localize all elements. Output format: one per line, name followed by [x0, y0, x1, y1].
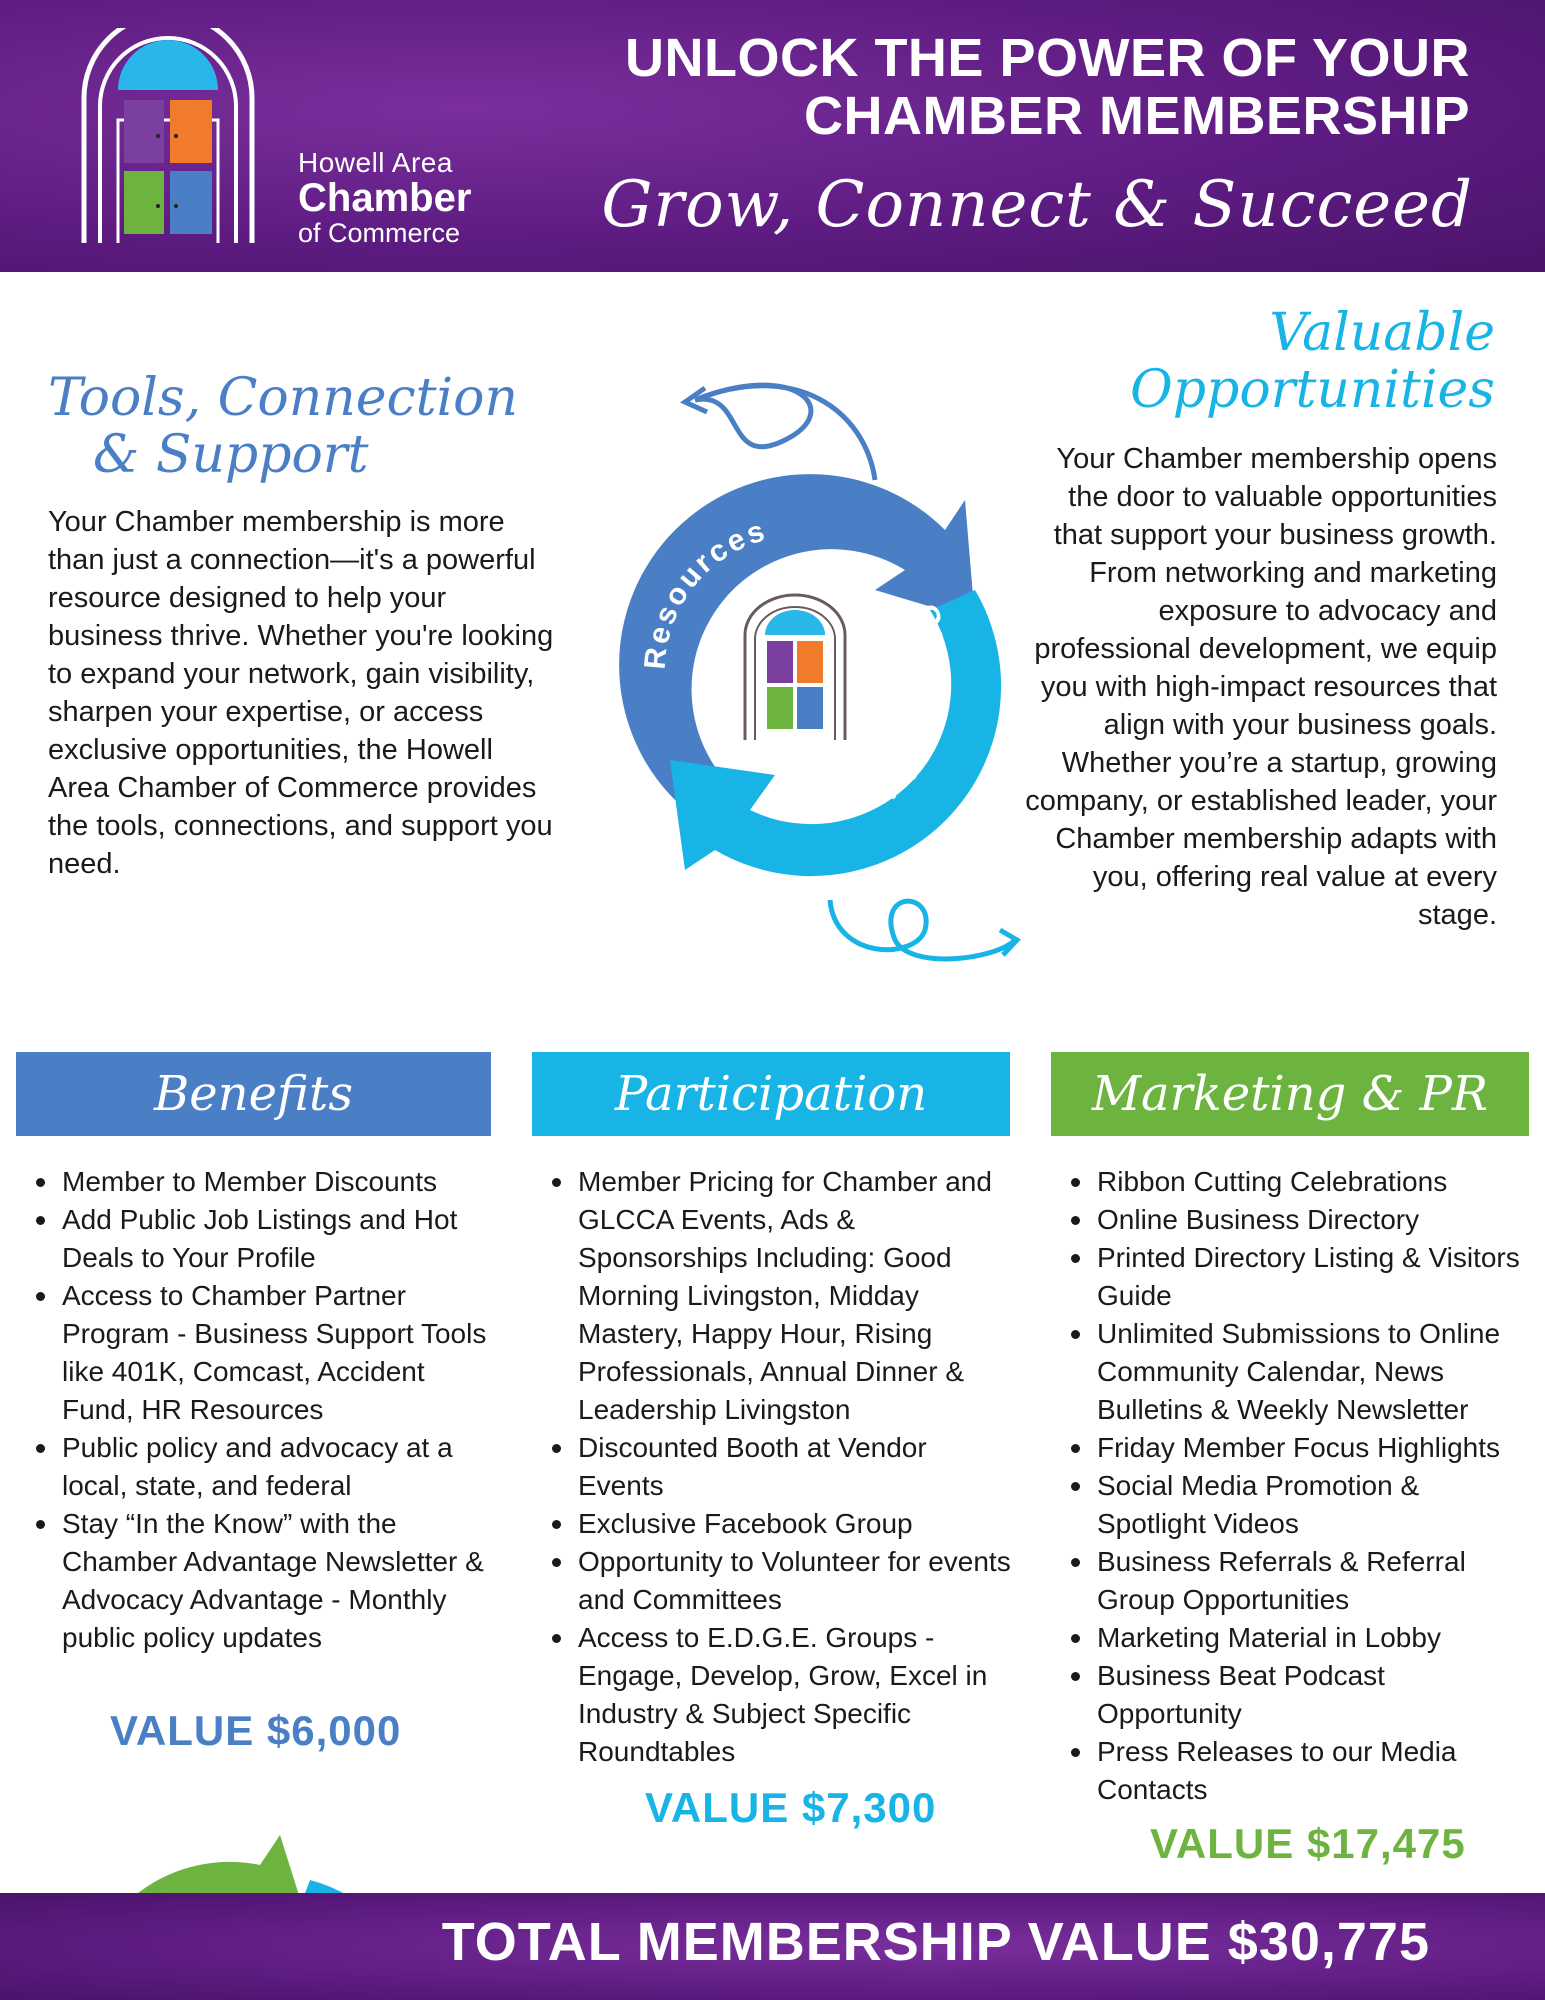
valuable-heading-line2: Opportunities [1130, 360, 1495, 421]
list-item: Unlimited Submissions to Online Communit… [1065, 1315, 1535, 1429]
footer-banner [0, 1893, 1545, 2000]
tools-heading-line2: & Support [93, 425, 369, 486]
participation-value: VALUE $7,300 [645, 1784, 937, 1831]
valuable-heading: Valuable Opportunities [1075, 303, 1495, 421]
tagline: Grow, Connect & Succeed [601, 168, 1473, 242]
list-item: Online Business Directory [1065, 1201, 1535, 1239]
list-item: Business Referrals & Referral Group Oppo… [1065, 1543, 1535, 1619]
list-item: Opportunity to Volunteer for events and … [546, 1543, 1016, 1619]
marketing-value: VALUE $17,475 [1150, 1820, 1466, 1867]
list-item: Member to Member Discounts [30, 1163, 500, 1201]
headline-line1: UNLOCK THE POWER OF YOUR [624, 28, 1470, 88]
list-item: Discounted Booth at Vendor Events [546, 1429, 1016, 1505]
resources-opportunities-cycle: Resources Opportunities [619, 382, 1021, 962]
page-headline: UNLOCK THE POWER OF YOUR CHAMBER MEMBERS… [624, 28, 1470, 146]
list-item: Marketing Material in Lobby [1065, 1619, 1535, 1657]
marketing-header: Marketing & PR [1051, 1052, 1529, 1136]
headline-line2: CHAMBER MEMBERSHIP [803, 85, 1470, 146]
org-name: Howell Area Chamber of Commerce [298, 148, 471, 248]
center-door-icon [743, 593, 847, 740]
chamber-door-logo [81, 28, 255, 243]
list-item: Exclusive Facebook Group [546, 1505, 1016, 1543]
org-name-line3: of Commerce [298, 218, 461, 249]
valuable-body: Your Chamber membership opens the door t… [1025, 443, 1497, 931]
list-item: Stay “In the Know” with the Chamber Adva… [30, 1505, 500, 1657]
swirl-arrow-bottom [827, 898, 1017, 962]
list-item: Public policy and advocacy at a local, s… [30, 1429, 500, 1505]
benefits-list: Member to Member Discounts Add Public Jo… [30, 1163, 500, 1657]
total-membership-value: TOTAL MEMBERSHIP VALUE $30,775 [441, 1912, 1430, 1972]
list-item: Social Media Promotion & Spotlight Video… [1065, 1467, 1535, 1543]
benefits-header: Benefits [16, 1052, 491, 1136]
header-banner: Howell Area Chamber of Commerce UNLOCK T… [0, 0, 1545, 272]
list-item: Press Releases to our Media Contacts [1065, 1733, 1535, 1809]
tools-heading: Tools, Connection & Support [48, 368, 518, 486]
opportunities-arc [670, 590, 1002, 877]
list-item: Add Public Job Listings and Hot Deals to… [30, 1201, 500, 1277]
list-item: Access to E.D.G.E. Groups - Engage, Deve… [546, 1619, 1016, 1771]
list-item: Ribbon Cutting Celebrations [1065, 1163, 1535, 1201]
list-item: Access to Chamber Partner Program - Busi… [30, 1277, 500, 1429]
participation-header: Participation [532, 1052, 1010, 1136]
participation-list: Member Pricing for Chamber and GLCCA Eve… [546, 1163, 1016, 1771]
list-item: Member Pricing for Chamber and GLCCA Eve… [546, 1163, 1016, 1429]
org-name-line1: Howell Area [298, 147, 453, 178]
list-item: Business Beat Podcast Opportunity [1065, 1657, 1535, 1733]
tools-heading-line1: Tools, Connection [48, 368, 518, 428]
org-name-line2: Chamber [298, 176, 472, 221]
list-item: Printed Directory Listing & Visitors Gui… [1065, 1239, 1535, 1315]
resources-arc [619, 474, 975, 800]
valuable-heading-line1: Valuable [1269, 303, 1495, 363]
tools-body: Your Chamber membership is more than jus… [48, 506, 554, 880]
marketing-list: Ribbon Cutting Celebrations Online Busin… [1065, 1163, 1535, 1809]
benefits-value: VALUE $6,000 [110, 1707, 402, 1754]
list-item: Friday Member Focus Highlights [1065, 1429, 1535, 1467]
